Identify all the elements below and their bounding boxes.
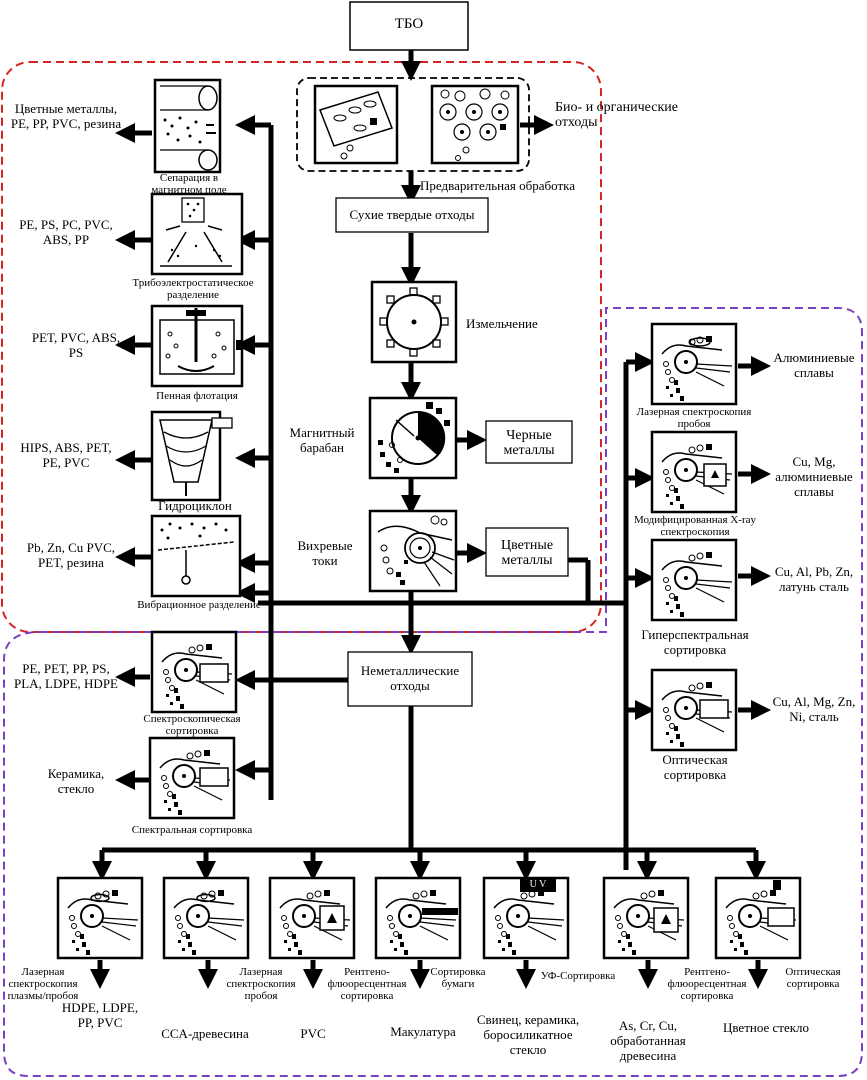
bottom-out-7: Цветное стекло [722, 1020, 810, 1035]
tbo-label: ТБО [394, 16, 424, 32]
dry-waste-box [335, 197, 489, 233]
mag-field-icon [153, 78, 222, 174]
flot-out: PET, PVC, ABS, PS [31, 330, 121, 360]
bottom-out-5: Свинец, керамика, боросиликатное стекло [476, 1012, 580, 1057]
ferrous-box [485, 420, 573, 464]
laser-sorter-icon [650, 322, 738, 406]
hyper-sorter-icon [650, 538, 738, 622]
spec-label: Спектроскопическая сортировка [143, 713, 241, 737]
nonferrous-label: Цветные металлы [500, 538, 554, 568]
bottom-label-6: Рентгено-флюоресцентная сортировка [667, 966, 747, 1002]
pretreat-label: Предварительная обработка [420, 178, 576, 193]
vibration-icon [150, 514, 242, 598]
hydro-out: HIPS, ABS, PET, PE, PVC [20, 440, 112, 470]
magnetic-drum-icon [368, 396, 458, 480]
eddy-current-icon [368, 509, 458, 593]
laser-label: Лазерная спектроскопия пробоя [636, 406, 752, 430]
optic-label: Оптическая сортировка [662, 752, 728, 782]
eddy-label: Вихревые токи [297, 538, 353, 568]
bottom-out-2: CCA-древесина [161, 1026, 249, 1041]
hydro-label: Гидроциклон [158, 498, 232, 513]
tribo-label: Трибоэлектростатическое разделение [132, 277, 254, 301]
xray-out: Cu, Mg, алюминиевые сплавы [775, 454, 853, 499]
tribo-out: PE, PS, PC, PVC, ABS, PP [19, 217, 113, 247]
spectral-out: Керамика, стекло [47, 766, 105, 796]
spec-out: PE, PET, PP, PS, PLA, LDPE, HDPE [13, 661, 118, 691]
bottom-label-5: УФ-Сортировка [540, 970, 616, 982]
mag-label: Сепарация в магнитном поле [151, 172, 227, 196]
laser-out: Алюминиевые сплавы [773, 350, 855, 380]
nonmetal-box [347, 651, 473, 707]
shredder-icon [370, 280, 458, 364]
mag-out: Цветные металлы, PE, PP, PVC, резина [10, 101, 122, 131]
hyper-out: Cu, Al, Pb, Zn, латунь сталь [774, 564, 854, 594]
shred-label: Измельчение [466, 316, 538, 331]
tribo-icon [150, 192, 244, 276]
bottom-label-2: Лазерная спектроскопия пробоя [226, 966, 296, 1002]
vib-label: Вибрационное разделение [137, 599, 261, 611]
spectral-label: Спектральная сортировка [131, 824, 253, 836]
dry-waste-label: Сухие твердые отходы [349, 207, 475, 222]
magdrum-label: Магнитный барабан [289, 425, 355, 455]
flotation-icon [150, 304, 244, 388]
xray-label: Модифицированная X-ray спектроскопия [633, 514, 756, 538]
bottom-out-6: As, Cr, Cu, обработанная древесина [610, 1018, 686, 1063]
vib-out: Pb, Zn, Cu PVC, PET, резина [26, 540, 116, 570]
bottom-out-4: Макулатура [390, 1024, 456, 1039]
hyper-label: Гиперспектральная сортировка [641, 627, 749, 657]
nonferrous-box [485, 527, 569, 577]
bottom-label-1: Лазерная спектроскопия плазмы/пробоя [7, 966, 79, 1002]
bottom-label-4: Сортировка бумаги [430, 966, 486, 990]
uv-icon: U V [529, 879, 547, 890]
bottom-sorter-1 [56, 876, 144, 960]
bottom-label-3: Рентгено-флюоресцентная сортировка [327, 966, 407, 1002]
bottom-sorter-4 [374, 876, 462, 960]
ferrous-label: Черные металлы [503, 428, 555, 458]
pretreat-icons [313, 84, 520, 165]
hydrocyclone-icon [150, 410, 233, 502]
bio-label: Био- и органические отходы [555, 100, 678, 130]
bottom-out-1: HDPE, LDPE, PP, PVC [61, 1000, 139, 1030]
bottom-out-3: PVC [300, 1026, 326, 1041]
nonmetal-label: Неметаллические отходы [360, 663, 460, 693]
bottom-sorter-2 [162, 876, 250, 960]
flot-label: Пенная флотация [156, 390, 238, 402]
optic-out: Cu, Al, Mg, Zn, Ni, сталь [772, 694, 856, 724]
bottom-label-7: Оптическая сортировка [785, 966, 841, 990]
